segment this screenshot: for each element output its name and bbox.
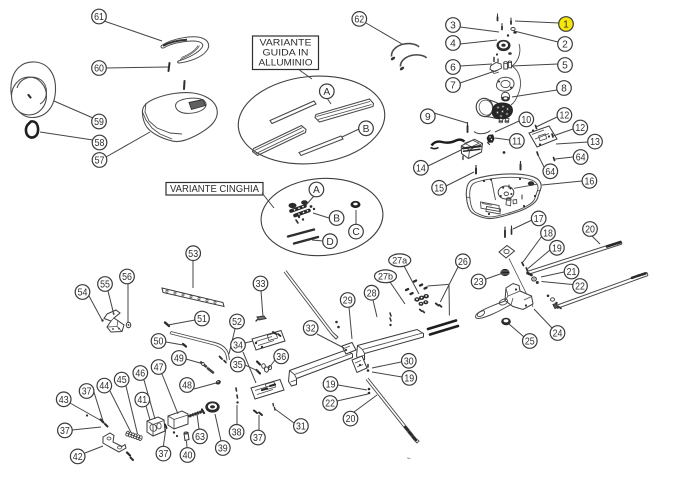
svg-text:30: 30 [404,356,414,367]
svg-text:A: A [313,185,320,196]
svg-text:19: 19 [404,374,414,385]
svg-text:2: 2 [562,40,568,51]
svg-text:62: 62 [354,15,364,26]
svg-text:22: 22 [575,282,585,293]
svg-text:11: 11 [512,137,522,148]
svg-text:33: 33 [256,279,266,290]
svg-text:19: 19 [326,380,336,391]
svg-text:19: 19 [552,243,562,254]
svg-text:60: 60 [94,64,104,75]
svg-text:44: 44 [99,381,109,392]
svg-text:10: 10 [521,115,531,126]
svg-text:45: 45 [117,375,127,386]
svg-text:A: A [323,87,330,98]
svg-text:61: 61 [94,12,104,23]
svg-text:B: B [363,124,370,135]
svg-text:12: 12 [560,111,570,122]
svg-text:18: 18 [543,229,553,240]
svg-text:38: 38 [232,427,242,438]
svg-text:22: 22 [325,399,335,410]
svg-text:48: 48 [182,381,192,392]
svg-text:26: 26 [458,257,468,268]
svg-text:17: 17 [534,214,544,225]
svg-text:39: 39 [218,444,228,455]
svg-text:50: 50 [154,337,164,348]
svg-text:20: 20 [585,225,595,236]
svg-text:37: 37 [60,426,70,437]
svg-text:34: 34 [233,341,243,352]
svg-text:35: 35 [233,360,243,371]
svg-text:37: 37 [82,387,92,398]
svg-text:46: 46 [135,369,145,380]
svg-text:15: 15 [434,183,444,194]
svg-text:6: 6 [450,63,456,74]
svg-text:57: 57 [95,156,105,167]
svg-text:49: 49 [174,354,184,365]
svg-text:7: 7 [450,81,456,92]
svg-text:29: 29 [343,296,353,307]
svg-text:55: 55 [100,280,110,291]
svg-text:GUIDA IN: GUIDA IN [263,48,309,59]
svg-text:5: 5 [562,61,568,72]
svg-text:C: C [352,227,359,238]
svg-text:23: 23 [474,277,484,288]
svg-text:42: 42 [73,452,83,463]
svg-text:56: 56 [122,272,132,283]
svg-text:25: 25 [525,337,535,348]
svg-text:ALLUMINIO: ALLUMINIO [259,58,313,69]
svg-text:58: 58 [95,138,105,149]
svg-text:D: D [326,237,333,248]
svg-text:4: 4 [450,39,456,50]
svg-text:1: 1 [563,20,569,31]
svg-text:32: 32 [306,324,316,335]
svg-text:40: 40 [183,451,193,462]
svg-text:64: 64 [576,153,586,164]
svg-text:13: 13 [590,137,600,148]
svg-text:VARIANTE: VARIANTE [260,38,312,49]
svg-text:52: 52 [232,317,242,328]
svg-text:24: 24 [553,329,563,340]
svg-text:9: 9 [425,112,431,123]
svg-text:51: 51 [197,314,207,325]
svg-text:28: 28 [367,288,377,299]
svg-text:36: 36 [276,352,286,363]
svg-text:53: 53 [188,249,198,260]
svg-text:16: 16 [585,177,595,188]
svg-text:20: 20 [346,414,356,425]
svg-text:47: 47 [154,363,164,374]
svg-text:59: 59 [94,117,104,128]
svg-text:54: 54 [78,288,88,299]
svg-text:31: 31 [296,422,306,433]
svg-text:3: 3 [450,21,456,32]
svg-text:37: 37 [159,449,169,460]
svg-text:37: 37 [253,433,263,444]
svg-text:27b: 27b [378,272,393,282]
svg-text:43: 43 [59,395,69,406]
svg-text:21: 21 [567,267,577,278]
svg-text:VARIANTE CINGHIA: VARIANTE CINGHIA [170,184,259,195]
svg-text:64: 64 [545,167,555,178]
svg-text:27a: 27a [392,256,407,266]
svg-text:12: 12 [575,123,585,134]
svg-text:14: 14 [416,163,426,174]
svg-text:63: 63 [195,432,205,443]
svg-text:41: 41 [137,395,147,406]
svg-text:B: B [333,214,340,225]
svg-text:8: 8 [561,84,567,95]
